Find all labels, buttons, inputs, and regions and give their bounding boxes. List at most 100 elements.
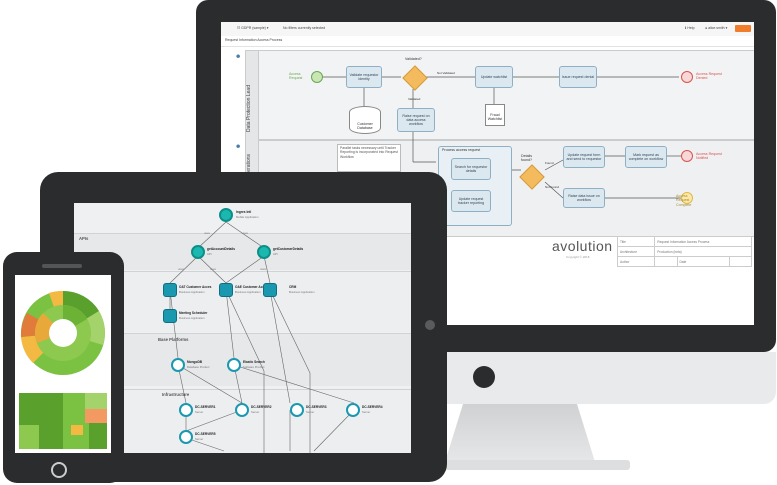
platform-node-sub-2: Software Product: [243, 365, 265, 369]
avolution-logo: avolution: [552, 238, 613, 254]
band-infrastructure-label: Infrastructure: [162, 392, 190, 397]
tablet-screen: APIs Base Platforms Infrastructure: [74, 203, 411, 453]
mobile-app-node-sub: Mobile Application: [236, 215, 259, 219]
app-node-sub-1: Business Application: [179, 290, 205, 294]
help-link[interactable]: ℹ Help: [685, 26, 695, 30]
mobile-app-node-icon[interactable]: [219, 208, 233, 222]
task-search-details[interactable]: Search for requestor details: [451, 158, 491, 180]
edge-label-uses-1: uses: [204, 231, 210, 235]
infra-node-sub-4: Server: [362, 410, 371, 414]
sunburst-chart: [20, 290, 105, 375]
monitor-base: [410, 460, 630, 470]
phone-home-button: [51, 462, 67, 478]
org-selector[interactable]: ☷ GDPR (sample) ▾: [237, 26, 269, 30]
treemap-cell: [71, 425, 83, 435]
gateway-validated-label: Validated?: [405, 57, 422, 61]
task-raise-request[interactable]: Raise request on data access workflow: [397, 108, 435, 132]
infra-node-label-5: DC-SERVER5: [195, 432, 216, 436]
treemap-cell: [85, 393, 107, 409]
treemap-cell: [89, 423, 107, 449]
infra-node-sub-3: Server: [306, 410, 315, 414]
flow-label-found: Found: [545, 161, 554, 165]
api-node-icon[interactable]: [191, 245, 205, 259]
platform-node-label-2: Elastic Search: [243, 360, 265, 364]
software-product-icon[interactable]: [227, 358, 241, 372]
copyright-text: Copyright © 2018: [566, 255, 590, 259]
infra-node-sub-1: Server: [195, 410, 204, 414]
task-validate-identity[interactable]: Validate requestor identity: [346, 66, 382, 88]
flow-label-not-validated: Not Validated: [437, 71, 455, 75]
fraud-watchlist-label: Fraud Watchlist: [487, 113, 503, 122]
treemap-cell: [63, 393, 85, 423]
platform-node-sub-1: Database Product: [187, 365, 210, 369]
org-selector-label: GDPR (sample): [241, 26, 266, 30]
tablet-home-button: [425, 320, 435, 330]
app-node-sub-4: Business Application: [179, 316, 205, 320]
server-node-icon[interactable]: [179, 430, 193, 444]
start-event-label: Access Request: [289, 72, 303, 81]
api-node-icon[interactable]: [257, 245, 271, 259]
user-label: alice.smith: [708, 26, 725, 30]
legend-author-value: [654, 256, 678, 267]
legend-date-value: [728, 256, 753, 267]
task-update-tracker[interactable]: Update request tracker reporting: [451, 190, 491, 212]
api-node-sub-1: API: [207, 252, 212, 256]
task-issue-denial[interactable]: Issue request denial: [559, 66, 597, 88]
application-node-icon[interactable]: [163, 283, 177, 297]
server-node-icon[interactable]: [235, 403, 249, 417]
server-node-icon[interactable]: [179, 403, 193, 417]
phone-visualizations: [19, 290, 107, 449]
flow-label-not-found: Not Found: [545, 185, 560, 189]
api-node-label-2: getCustomerDetails: [273, 247, 304, 251]
help-label: Help: [687, 26, 695, 30]
infra-node-label-3: DC-SERVER3: [306, 405, 327, 409]
fraud-watchlist-doc-icon[interactable]: [485, 104, 505, 126]
app-node-label-3: CRM: [289, 285, 297, 289]
treemap-cell: [19, 425, 39, 449]
band-base-platforms-label: Base Platforms: [158, 337, 189, 342]
application-node-icon[interactable]: [263, 283, 277, 297]
app-node-label-1: OAT Customer Acces: [179, 285, 212, 289]
app-node-sub-2: Business Application: [235, 290, 261, 294]
database-product-icon[interactable]: [171, 358, 185, 372]
page-title: Request Information Access Process: [225, 38, 283, 42]
mobile-app-node-label: Ingres Intl: [236, 210, 252, 214]
sunburst-center: [49, 319, 77, 347]
server-node-icon[interactable]: [290, 403, 304, 417]
platform-node-label-1: MongoDB: [187, 360, 203, 364]
app-node-label-2: OAE Customer Acces: [235, 285, 268, 289]
phone-speaker: [42, 264, 82, 268]
edge-label-uses-5: uses: [260, 267, 266, 271]
filter-status: No filters currently selected: [283, 26, 326, 30]
annotation-note: Parallel tasks necessary until Tracker R…: [337, 144, 401, 172]
breadcrumb-bar: Request Information Access Process: [221, 36, 754, 47]
legend-author-label: Author: [616, 256, 656, 267]
application-node-icon[interactable]: [219, 283, 233, 297]
task-update-form[interactable]: Update request form and send to requesto…: [563, 146, 605, 168]
task-raise-data-issue[interactable]: Raise data issue on workflow: [563, 188, 605, 208]
end-event-notified-label: Access Request Notified: [696, 152, 722, 161]
start-event[interactable]: [311, 71, 323, 83]
customer-database-label: Customer Database: [357, 122, 373, 131]
customer-database-icon[interactable]: [349, 106, 381, 134]
edge-label-uses-4: uses: [210, 267, 216, 271]
user-menu[interactable]: ● alice.smith ▾: [705, 26, 728, 30]
api-node-sub-2: API: [273, 252, 278, 256]
end-event-notified[interactable]: [681, 150, 693, 162]
monitor-screen: ☷ GDPR (sample) ▾ No filters currently s…: [221, 22, 754, 325]
phone-screen: [15, 275, 111, 453]
edge-label-uses-3: uses: [178, 267, 184, 271]
monitor-stand: [445, 404, 595, 462]
infra-node-label-2: DC-SERVER2: [251, 405, 272, 409]
app-node-sub-3: Business Application: [289, 290, 315, 294]
end-event-complete[interactable]: [681, 192, 693, 204]
legend-architecture-value: Production (beta): [654, 246, 752, 257]
edge-label-uses-2: uses: [242, 231, 248, 235]
notification-badge[interactable]: [735, 25, 751, 32]
task-mark-complete[interactable]: Mark request as complete on workflow: [625, 146, 667, 168]
task-update-watchlist[interactable]: Update watchlist: [475, 66, 513, 88]
api-node-label-1: getAccountDetails: [207, 247, 235, 251]
server-node-icon[interactable]: [346, 403, 360, 417]
application-node-icon[interactable]: [163, 309, 177, 323]
end-event-denied[interactable]: [681, 71, 693, 83]
